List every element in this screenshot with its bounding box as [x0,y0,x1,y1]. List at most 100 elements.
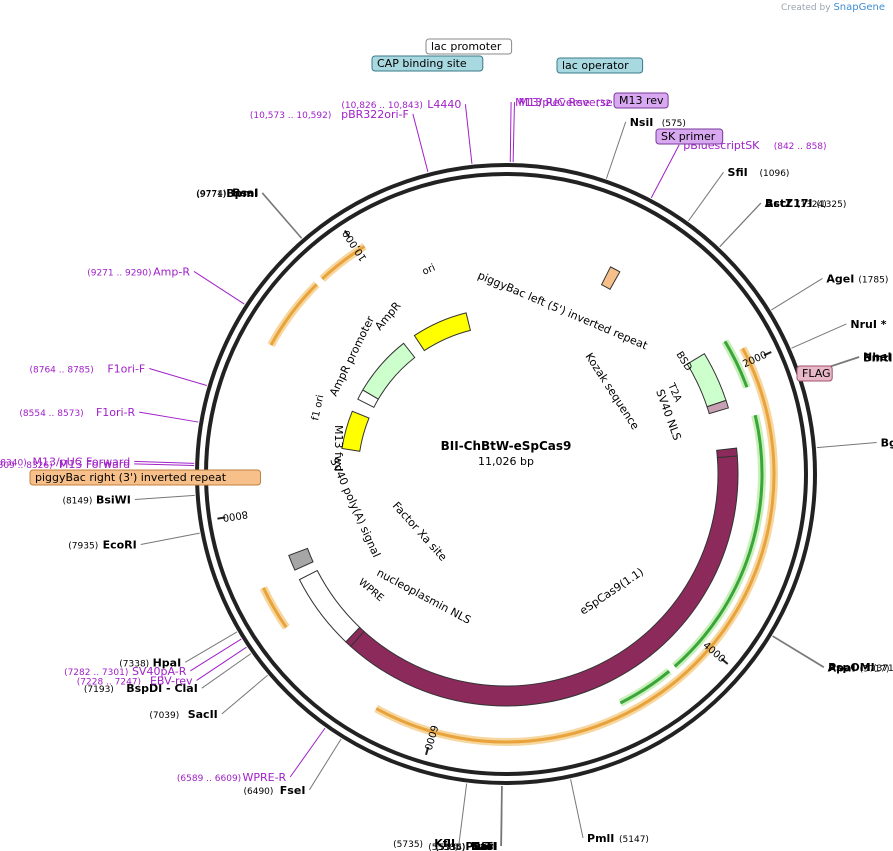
label-ori: ori [421,262,437,277]
promoter-arc [262,587,288,629]
primer-leader [509,102,512,163]
primer-label[interactable]: WPRE-R(6589 .. 6609) [177,771,287,784]
boxed-label-piggybac-right-3-inverted-repeat[interactable]: piggyBac right (3') inverted repeat [29,469,261,486]
enzyme-position: (6490) [243,787,273,797]
feature-sv40-poly-a-signal[interactable] [288,547,314,571]
enzyme-name: NarI [471,840,497,851]
enzyme-leader [134,494,195,501]
enzyme-position: (9774) [197,190,227,200]
label-box [655,128,724,145]
label-box [29,469,261,486]
feature-wpre[interactable] [298,569,361,643]
primer-label[interactable]: M13/pUC Forward(8318 .. 8340) [0,455,130,468]
enzyme-label[interactable]: NarI (5535) [435,840,497,851]
feature-piggybac-left-5-inverted-repeat[interactable] [600,266,621,290]
primer-name: EBV-rev [150,674,193,687]
enzyme-label[interactable]: BstZ17I(1325) [765,197,846,210]
enzyme-label[interactable]: BglII(2608) [881,437,893,450]
enzyme-name: BglII [881,437,893,450]
feature-ori[interactable] [413,312,472,352]
label-text: lac promoter [431,40,502,53]
primer-label[interactable]: F1ori-F(8764 .. 8785) [29,363,145,376]
primer-position: (7282 .. 7301) [64,668,128,678]
enzyme-label[interactable]: AccI(1324) [765,197,827,210]
feature-t2a[interactable] [706,399,730,415]
enzyme-label[interactable]: KflI(5735) [393,837,455,850]
primer-label[interactable]: EBV-rev(7228 .. 7247) [77,674,193,687]
primer-label[interactable]: L4440(10,826 .. 10,843) [341,98,461,111]
promoter-arc [708,347,776,650]
plasmid-size: 11,026 bp [478,455,534,468]
enzyme-position: (5535) [435,843,465,851]
enzyme-label[interactable]: BpmI(9771) [196,187,258,200]
feature-ampr-promoter[interactable] [357,389,380,408]
enzyme-label[interactable]: AgeI(1785) [826,272,888,285]
enzyme-label[interactable]: SacII(7039) [149,708,217,721]
backbone-inner-ring [204,172,808,776]
promoter-arc [375,647,711,744]
enzyme-position: (5534) [436,843,466,851]
enzyme-label[interactable]: KasI(5534) [436,840,498,851]
enzyme-position: (7935) [68,541,98,551]
feature-bsd[interactable] [686,353,727,408]
primer-leader [134,460,195,464]
boxed-label-cap-binding-site[interactable]: CAP binding site [371,55,484,72]
primer-leader [196,646,247,681]
boxed-label-lac-operator[interactable]: lac operator [556,57,644,74]
enzyme-label[interactable]: PspOMI(3713) [828,661,893,674]
enzyme-leader [261,192,302,239]
feature-ampr[interactable] [362,342,416,400]
enzyme-name: HpaI [153,656,182,669]
boxed-label-lac-promoter[interactable]: lac promoter [425,38,513,55]
enzyme-label[interactable]: SfiI(1096) [728,166,790,179]
label-box [796,365,833,382]
leader-lines [134,102,877,846]
enzyme-leader [791,323,847,349]
enzyme-label[interactable]: ApaI(3717) [828,662,890,675]
label-box [371,55,484,72]
enzyme-label[interactable]: BsaI(9774) [197,187,259,200]
cds-arc [673,414,764,668]
enzyme-label[interactable]: BsiWI(8149) [62,494,130,507]
enzyme-position: (1096) [760,169,790,179]
enzyme-label[interactable]: NheI(2193) [863,351,893,364]
primer-label[interactable]: Amp-R(9271 .. 9290) [87,265,190,278]
primer-label[interactable]: pBR322ori-F(10,573 .. 10,592) [250,108,409,121]
boxed-label-m13-rev[interactable]: M13 rev [613,92,669,109]
primer-label[interactable]: SV40pA-R(7282 .. 7301) [64,665,187,678]
label-sv40-polya: SV40 poly(A) signal [327,456,383,559]
enzyme-position: (3713) [873,664,893,674]
enzyme-position: (7039) [149,711,179,721]
primer-leader [190,638,242,672]
primer-leader [149,368,207,387]
primer-label[interactable]: M13 Forward(8309 .. 8326) [0,458,130,471]
scale-tick [344,229,351,238]
enzyme-name: SfoI [473,840,497,851]
label-text: CAP binding site [377,57,467,70]
feature-sv40-nls[interactable] [716,447,738,459]
enzyme-name: NruI * [850,318,886,331]
enzyme-label[interactable]: HpaI(7338) [119,656,181,669]
label-espcas9: eSpCas9(1.1) [577,565,646,617]
primer-position: (10,826 .. 10,843) [341,101,422,111]
enzyme-label[interactable]: NruI *(2028) [850,318,893,331]
label-box [613,92,669,109]
feature-f1-ori[interactable] [341,410,370,452]
enzyme-label[interactable]: SfoI(5536) [435,840,497,851]
snapgene-credit: Created by SnapGene [781,2,885,13]
enzyme-label[interactable]: PluTI(5538) [428,840,496,851]
primer-leader [650,144,680,199]
primer-label[interactable]: F1ori-R(8554 .. 8573) [19,406,135,419]
primer-name: pBR322ori-F [341,108,409,121]
primer-name: WPRE-R [242,771,286,784]
enzyme-label[interactable]: NsiI(575) [630,116,686,129]
enzyme-label[interactable]: BspDI - ClaI(7193) [84,682,198,695]
boxed-label-flag[interactable]: FLAG [796,365,833,382]
primer-leader [289,727,326,778]
enzyme-label[interactable]: BmtI(2197) [863,351,893,364]
enzyme-label[interactable]: EcoRI(7935) [68,538,136,551]
enzyme-label[interactable]: FseI(6490) [243,784,305,797]
enzyme-label[interactable]: PmlI(5147) [587,832,649,845]
primer-name: M13 Forward [59,458,130,471]
boxed-label-sk-primer[interactable]: SK primer [655,128,724,145]
